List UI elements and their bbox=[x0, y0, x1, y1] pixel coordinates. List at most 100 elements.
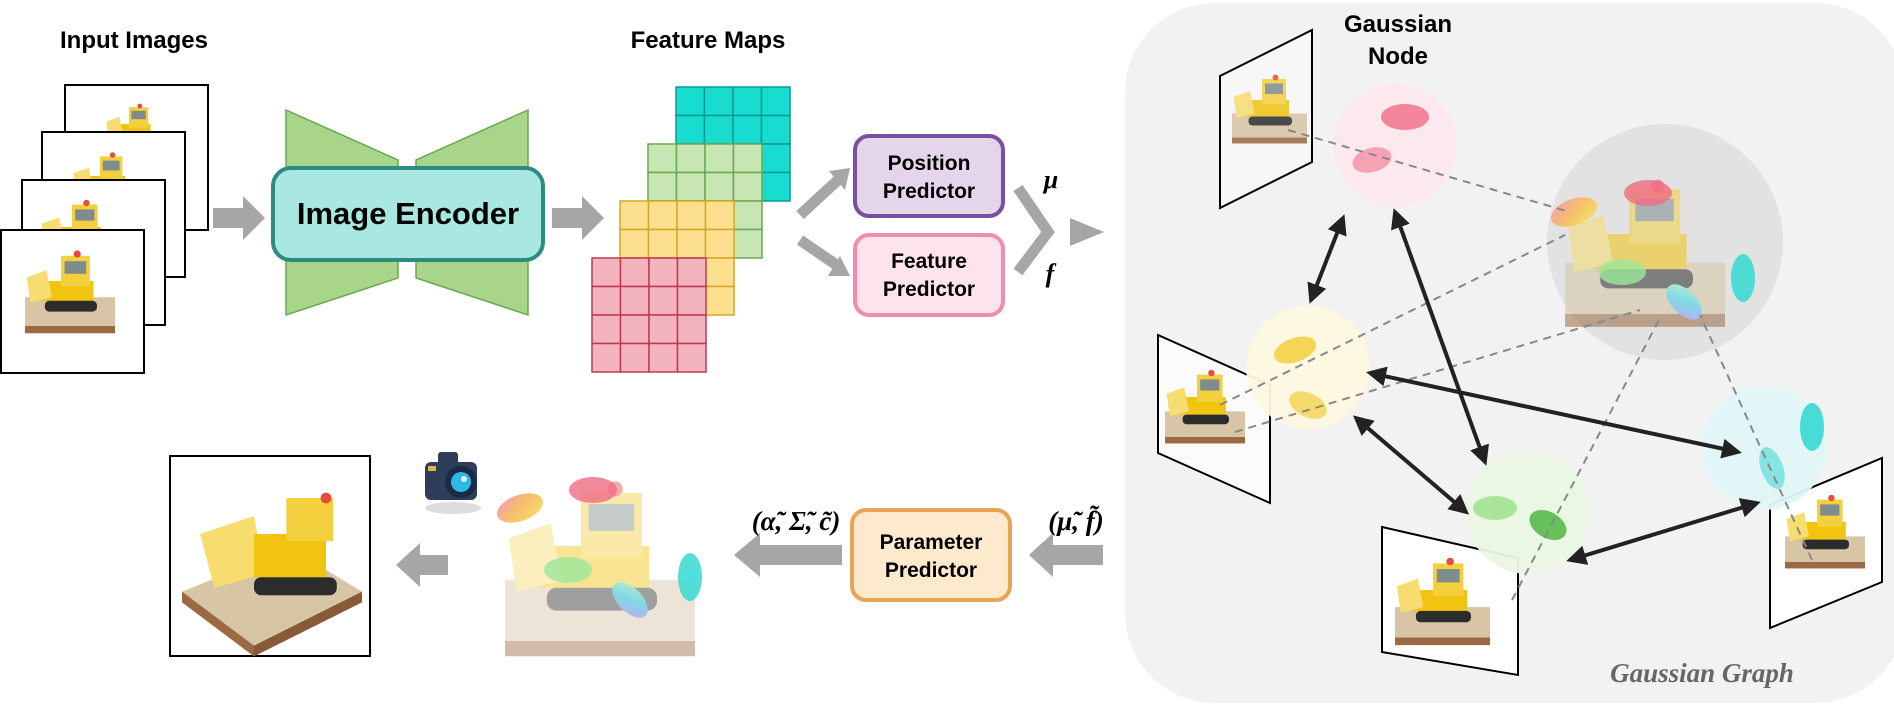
position-predictor: Position Predictor bbox=[853, 134, 1005, 218]
parameter-predictor-line1: Parameter bbox=[880, 531, 983, 554]
merge-arrow-head bbox=[1046, 218, 1104, 246]
feature-map-cell bbox=[703, 114, 734, 145]
feature-predictor-line1: Feature bbox=[891, 250, 967, 273]
feature-map-cell bbox=[676, 342, 707, 373]
view-frame-top bbox=[1219, 28, 1313, 210]
feature-map-cell bbox=[619, 200, 650, 231]
refined-mu-f: (μ̃, f̃) bbox=[1048, 505, 1104, 536]
feature-map-cell bbox=[675, 143, 706, 174]
view-frame-right bbox=[1769, 456, 1883, 630]
feature-map-cell bbox=[732, 86, 763, 117]
arrow-input-to-encoder bbox=[213, 196, 265, 240]
render-params: (α̃, Σ̃, c̃) bbox=[752, 506, 841, 536]
feature-maps-title: Feature Maps bbox=[631, 27, 786, 54]
feature-map-cell bbox=[647, 171, 678, 202]
gaussian-node-left bbox=[1246, 305, 1370, 429]
feature-map-cell bbox=[619, 342, 650, 373]
feature-predictor-line2: Predictor bbox=[883, 278, 975, 301]
gaussian-node-top bbox=[1333, 83, 1457, 207]
graph-edges bbox=[1307, 208, 1761, 565]
edge-left-right bbox=[1366, 366, 1742, 459]
feature-map-cell bbox=[704, 143, 735, 174]
feature-map-cell bbox=[648, 314, 679, 345]
feature-predictor: Feature Predictor bbox=[853, 233, 1005, 317]
gaussian-node-title-line2: Node bbox=[1368, 43, 1428, 70]
feature-map-cell bbox=[619, 228, 650, 259]
arrow-encoder-to-features bbox=[552, 196, 604, 240]
view-frame-left bbox=[1157, 333, 1271, 505]
edge-bottom-right bbox=[1566, 498, 1761, 565]
image-encoder-box bbox=[271, 166, 545, 262]
position-predictor-box bbox=[853, 134, 1005, 218]
arrow-to-feature-shaft bbox=[796, 235, 842, 271]
parameter-predictor-line2: Predictor bbox=[885, 559, 977, 582]
feature-map-cell bbox=[619, 285, 650, 316]
feature-map-cell bbox=[675, 171, 706, 202]
position-predictor-line1: Position bbox=[888, 152, 971, 175]
feature-map-cell bbox=[676, 314, 707, 345]
feature-map-cell bbox=[619, 257, 650, 288]
feature-map-cell bbox=[732, 143, 763, 174]
feature-map-cell bbox=[619, 314, 650, 345]
arrow-to-feature-head bbox=[828, 256, 850, 276]
gaussian-splat-render bbox=[497, 477, 702, 657]
feature-map-cell bbox=[647, 228, 678, 259]
mu-symbol: μ bbox=[1042, 165, 1058, 194]
input-image-stack bbox=[0, 84, 209, 374]
feature-map-pink bbox=[591, 257, 707, 373]
feature-map-cell bbox=[591, 314, 622, 345]
feature-map-cell bbox=[591, 257, 622, 288]
input-image-1 bbox=[0, 229, 145, 374]
gaussian-node-big bbox=[1547, 124, 1783, 360]
feature-map-cell bbox=[704, 257, 735, 288]
gaussian-node-title-line1: Gaussian bbox=[1344, 11, 1452, 38]
gaussian-graph-label: Gaussian Graph bbox=[1610, 658, 1794, 688]
feature-map-cell bbox=[676, 257, 707, 288]
feature-predictor-box bbox=[853, 233, 1005, 317]
feature-map-cell bbox=[732, 171, 763, 202]
arrow-to-position-head bbox=[829, 168, 850, 190]
feature-map-cell bbox=[648, 257, 679, 288]
feature-map-cell bbox=[647, 200, 678, 231]
feature-map-cell bbox=[591, 285, 622, 316]
feature-map-cell bbox=[760, 114, 791, 145]
feature-map-cell bbox=[676, 228, 707, 259]
arrow-graph-to-parameter bbox=[1029, 533, 1103, 577]
feature-map-cell bbox=[704, 228, 735, 259]
edge-left-bottom bbox=[1352, 415, 1470, 515]
feature-map-cell bbox=[676, 285, 707, 316]
position-predictor-line2: Predictor bbox=[883, 180, 975, 203]
feature-map-cell bbox=[704, 285, 735, 316]
feature-map-cell bbox=[648, 342, 679, 373]
feature-map-cell bbox=[591, 342, 622, 373]
image-encoder: Image Encoder bbox=[271, 108, 545, 317]
feature-map-cell bbox=[760, 143, 791, 174]
feature-map-cell bbox=[675, 86, 706, 117]
feature-map-stack bbox=[591, 86, 791, 373]
camera-icon bbox=[425, 452, 481, 514]
image-encoder-label: Image Encoder bbox=[297, 196, 519, 231]
gaussian-node-bottom bbox=[1466, 450, 1590, 574]
parameter-predictor: Parameter Predictor bbox=[850, 508, 1012, 602]
feature-map-cell bbox=[648, 285, 679, 316]
feature-map-cell bbox=[676, 200, 707, 231]
arrow-parameter-to-render bbox=[734, 533, 842, 577]
output-image bbox=[169, 455, 371, 657]
feature-map-cell bbox=[675, 114, 706, 145]
feature-map-cell bbox=[732, 200, 763, 231]
arrow-render-to-output bbox=[396, 543, 448, 587]
feature-map-cell bbox=[704, 200, 735, 231]
feature-map-cell bbox=[760, 171, 791, 202]
arrow-to-position-shaft bbox=[796, 175, 842, 220]
parameter-predictor-box bbox=[850, 508, 1012, 602]
merge-arrow-branches bbox=[1013, 184, 1055, 276]
feature-map-cell bbox=[760, 86, 791, 117]
feature-map-cell bbox=[732, 228, 763, 259]
f-symbol: f bbox=[1046, 259, 1057, 288]
feature-map-cell bbox=[732, 114, 763, 145]
feature-map-cell bbox=[704, 171, 735, 202]
feature-map-cell bbox=[703, 86, 734, 117]
edge-top-left bbox=[1307, 214, 1347, 304]
feature-map-cell bbox=[647, 143, 678, 174]
